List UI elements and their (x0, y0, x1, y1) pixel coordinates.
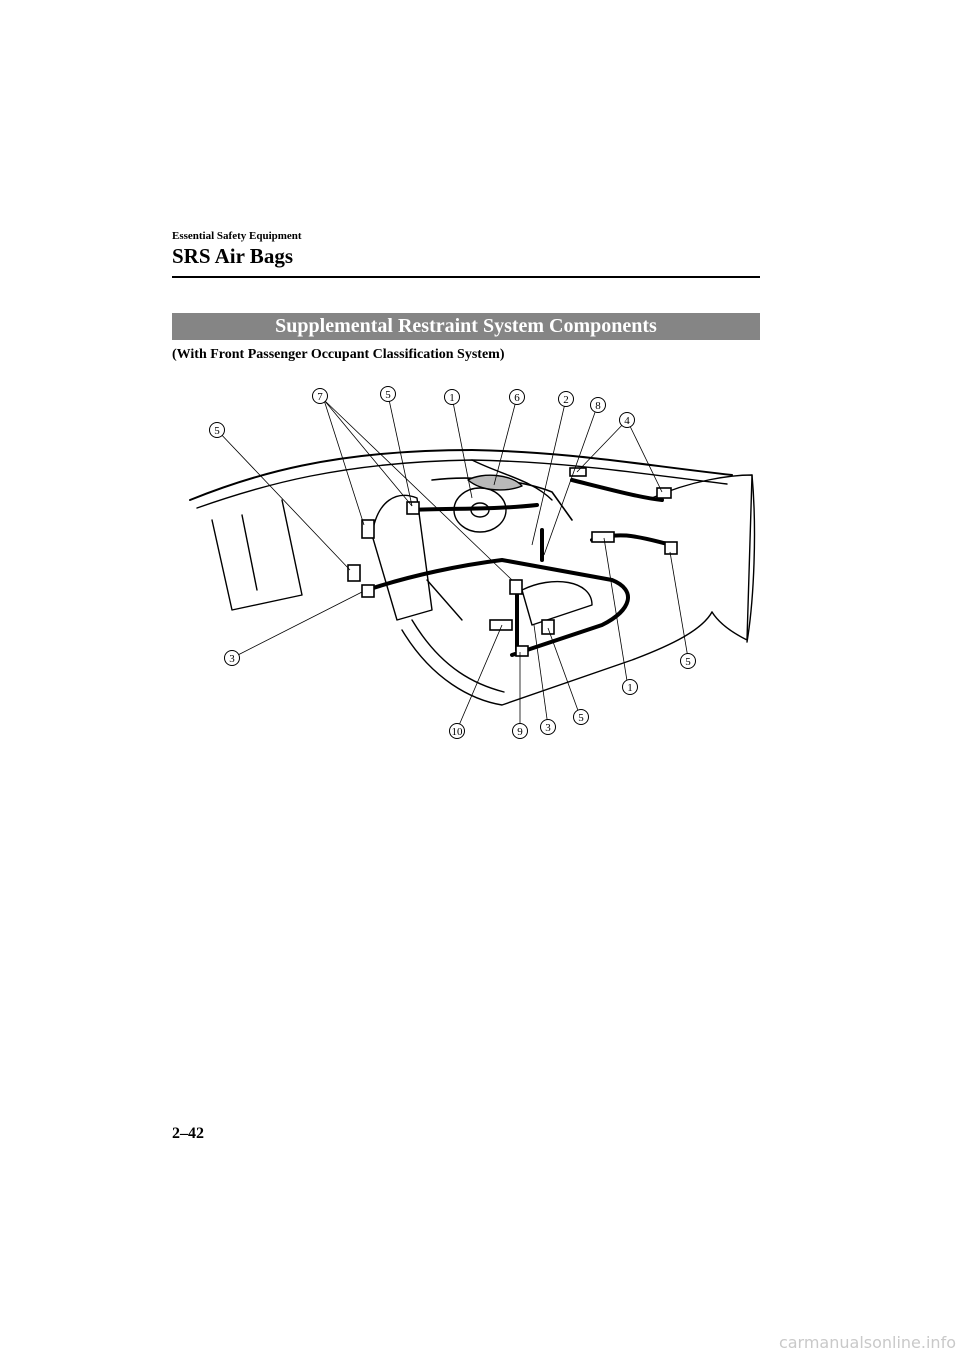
svg-text:2: 2 (563, 394, 569, 406)
page-number: 2–42 (172, 1125, 204, 1142)
section-banner: Supplemental Restraint System Components (172, 313, 760, 340)
svg-text:1: 1 (449, 392, 455, 404)
callout-3-bottom: 3 (540, 719, 556, 735)
watermark: carmanualsonline.info (778, 1333, 956, 1352)
svg-text:3: 3 (545, 722, 551, 734)
svg-text:4: 4 (624, 415, 630, 427)
figure-subheading: (With Front Passenger Occupant Classific… (172, 347, 505, 362)
callout-5-right: 5 (680, 653, 696, 669)
callout-6: 6 (509, 389, 525, 405)
chapter-title: SRS Air Bags (172, 244, 293, 268)
callout-7: 7 (312, 388, 328, 404)
callout-9: 9 (512, 723, 528, 739)
header-rule (172, 276, 760, 278)
svg-text:7: 7 (317, 391, 323, 403)
callout-1-bottom: 1 (622, 679, 638, 695)
callout-10: 10 (449, 723, 465, 739)
svg-text:5: 5 (578, 712, 584, 724)
svg-text:1: 1 (627, 682, 633, 694)
callout-1-top: 1 (444, 389, 460, 405)
callout-4: 4 (619, 412, 635, 428)
svg-text:9: 9 (517, 726, 523, 738)
svg-text:10: 10 (452, 726, 464, 738)
callout-5-left: 5 (209, 422, 225, 438)
svg-text:8: 8 (595, 400, 601, 412)
callout-2: 2 (558, 391, 574, 407)
srs-components-illustration: 7 5 1 6 2 8 4 5 3 5 1 10 (189, 386, 756, 739)
callout-3-left: 3 (224, 650, 240, 666)
section-label: Essential Safety Equipment (172, 230, 302, 242)
callout-8: 8 (590, 397, 606, 413)
callout-5-bottom: 5 (573, 709, 589, 725)
callout-5-top: 5 (380, 386, 396, 402)
svg-text:3: 3 (229, 653, 235, 665)
svg-text:6: 6 (514, 392, 520, 404)
svg-text:5: 5 (685, 656, 691, 668)
svg-text:5: 5 (214, 425, 220, 437)
svg-text:5: 5 (385, 389, 391, 401)
